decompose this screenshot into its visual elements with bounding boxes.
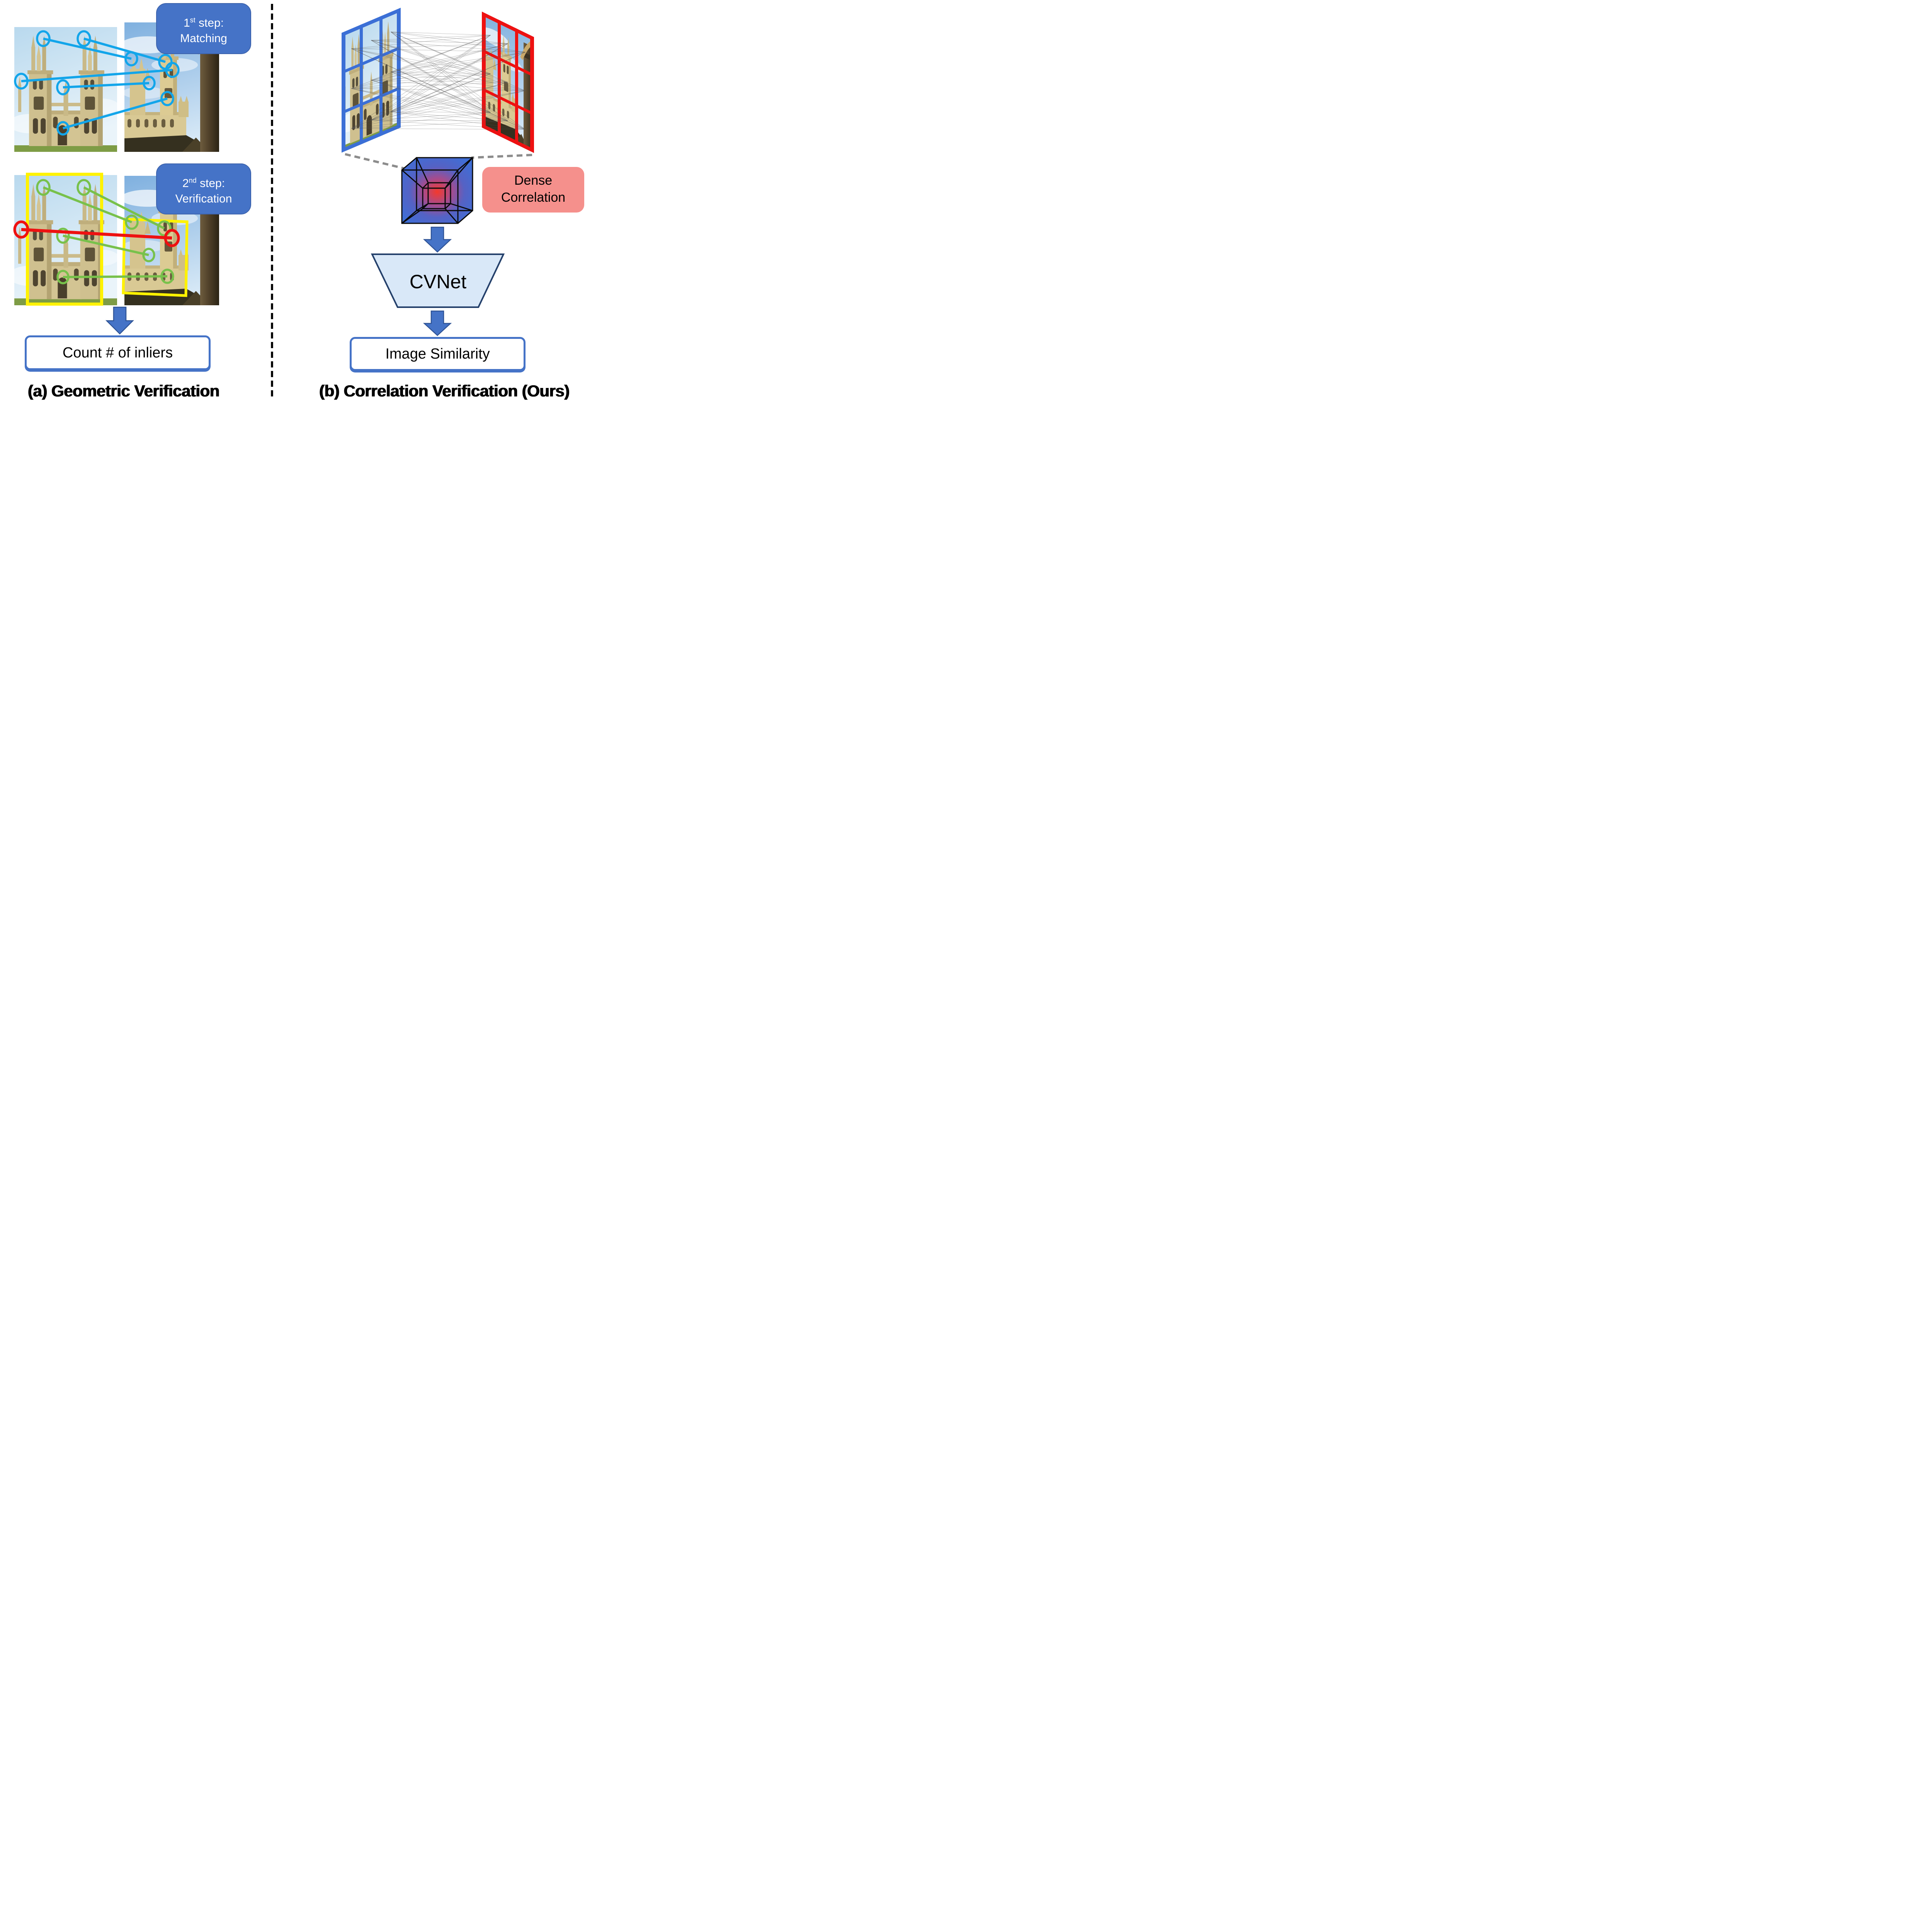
image-similarity-text: Image Similarity <box>385 345 490 362</box>
grid-frame-blue <box>342 8 401 153</box>
step1-line2: Matching <box>180 32 227 45</box>
figure-canvas: 1st step: Matching 2nd step: Verificatio… <box>0 0 594 401</box>
count-inliers-text: Count # of inliers <box>62 344 173 361</box>
step1-line1: 1st step: <box>183 16 224 29</box>
grid-frame-red <box>482 12 534 153</box>
dense-line1: Dense <box>514 173 553 188</box>
caption-panel-b: (b) Correlation Verification (Ours) <box>319 382 570 400</box>
caption-panel-a: (a) Geometric Verification <box>28 382 219 400</box>
dense-line2: Correlation <box>501 190 566 205</box>
step2-verification-label: 2nd step: Verification <box>156 163 251 214</box>
correlation-volume-cube <box>401 157 473 224</box>
down-arrow-panel-a <box>105 306 134 335</box>
cvnet-label: CVNet <box>409 271 467 293</box>
step2-line2: Verification <box>175 192 232 205</box>
photo-query-verification <box>14 175 117 305</box>
down-arrow-cube-to-cvnet <box>423 226 452 253</box>
step1-matching-label: 1st step: Matching <box>156 3 251 54</box>
reference-feature-grid-red <box>482 12 534 153</box>
query-feature-grid-blue <box>342 8 401 153</box>
image-similarity-box: Image Similarity <box>350 337 526 371</box>
projection-dashed-lines <box>345 153 532 170</box>
down-arrow-cvnet-to-similarity <box>423 310 452 336</box>
photo-query-matching <box>14 27 117 152</box>
count-inliers-box: Count # of inliers <box>25 335 211 370</box>
step2-line1: 2nd step: <box>182 177 225 190</box>
dense-correlation-label: Dense Correlation <box>482 167 584 213</box>
